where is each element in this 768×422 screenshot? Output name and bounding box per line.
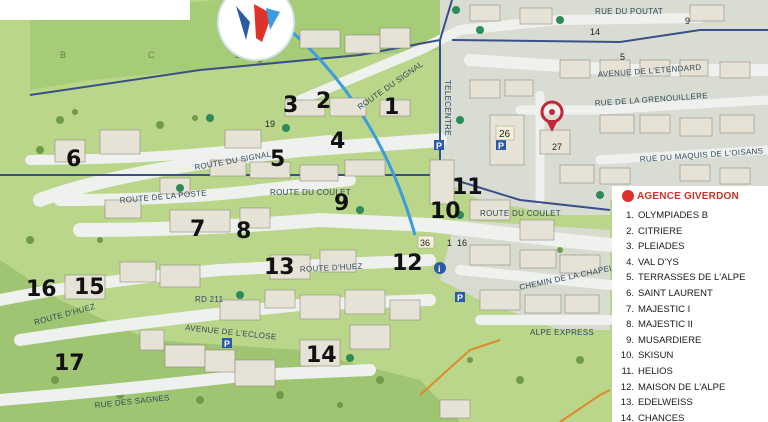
location-marker-icon (540, 100, 564, 132)
handwritten-15: 15 (74, 275, 105, 300)
top-margin (0, 0, 190, 20)
legend-item: 2.CITRIERE (626, 225, 683, 237)
handwritten-2: 2 (316, 89, 331, 114)
ski-lift-line (289, 28, 417, 236)
handwritten-1: 1 (384, 95, 399, 120)
handwritten-16: 16 (26, 277, 57, 302)
legend-item: 4.VAL D'YS (626, 256, 679, 268)
handwritten-10: 10 (430, 199, 461, 224)
logo-icon (217, 0, 295, 61)
street-route-d-huez: ROUTE D'HUEZ (300, 262, 363, 274)
legend-item: 9.MUSARDIERE (626, 334, 702, 346)
district-boundaries (0, 0, 768, 211)
svg-text:5: 5 (620, 52, 625, 62)
handwritten-7: 7 (190, 217, 205, 242)
svg-text:P: P (224, 339, 230, 349)
street-route-du-coulet-2: ROUTE DU COULET (480, 209, 561, 218)
legend-item: 8.MAJESTIC II (626, 319, 693, 331)
legend-item: 5.TERRASSES DE L'ALPE (626, 272, 746, 284)
handwritten-14: 14 (306, 343, 337, 368)
handwritten-9: 9 (334, 191, 349, 216)
street-alpe-express: ALPE EXPRESS (530, 328, 594, 337)
street-route-du-coulet: ROUTE DU COULET (270, 188, 351, 197)
legend-title: AGENCE GIVERDON (622, 190, 768, 202)
legend-item: 14.CHANCES (620, 412, 685, 422)
svg-text:P: P (457, 293, 463, 303)
handwritten-4: 4 (330, 129, 345, 154)
svg-text:27: 27 (552, 142, 562, 152)
legend-item: 1.OLYMPIADES B (626, 210, 709, 221)
legend-item: 12.MAISON DE L'ALPE (620, 381, 726, 393)
svg-text:14: 14 (590, 27, 600, 37)
handwritten-numbers: 3 2 1 4 5 6 7 8 9 10 11 12 13 14 15 16 1… (26, 89, 483, 376)
lower-slope (0, 260, 460, 422)
handwritten-8: 8 (236, 219, 251, 244)
svg-text:36: 36 (420, 238, 430, 248)
legend-panel: AGENCE GIVERDON 1.OLYMPIADES B 2.CITRIER… (612, 186, 768, 422)
commune-border (419, 339, 501, 396)
legend-item: 10.SKISUN (620, 350, 674, 362)
legend-item: 7.MAJESTIC I (626, 303, 691, 315)
parking-icons: P P P P (222, 140, 506, 349)
recycle-icons (176, 6, 604, 362)
legend-item: 6.SAINT LAURENT (626, 287, 713, 299)
grid-letter-b: B (60, 50, 66, 60)
svg-text:19: 19 (265, 119, 275, 129)
legend-list: 1.OLYMPIADES B 2.CITRIERE 3.PLEIADES 4.V… (612, 208, 768, 422)
info-icon (434, 262, 446, 274)
handwritten-12: 12 (392, 251, 423, 276)
grid-letter-c: C (148, 50, 155, 60)
svg-text:P: P (436, 141, 442, 151)
handwritten-17: 17 (54, 351, 85, 376)
svg-text:16: 16 (457, 238, 467, 248)
svg-text:26: 26 (499, 129, 511, 140)
handwritten-6: 6 (66, 147, 81, 172)
svg-text:P: P (498, 141, 504, 151)
legend-item: 3.PLEIADES (626, 241, 685, 253)
handwritten-13: 13 (264, 255, 295, 280)
legend-item: 13.EDELWEISS (620, 397, 693, 409)
street-rue-du-poutat: RUE DU POUTAT (595, 7, 663, 16)
svg-text:1: 1 (447, 238, 452, 248)
agency-logo-icon (622, 190, 634, 202)
handwritten-5: 5 (270, 147, 285, 172)
svg-text:i: i (438, 264, 441, 274)
legend-item: 11.HELIOS (621, 365, 673, 377)
handwritten-11: 11 (452, 175, 483, 200)
street-rd211: RD 211 (195, 295, 224, 304)
badges: 26 36 16 1 19 5 9 14 27 (265, 16, 690, 249)
handwritten-3: 3 (283, 93, 298, 118)
svg-text:9: 9 (685, 16, 690, 26)
street-telecentre: TELECENTRE (443, 80, 452, 136)
